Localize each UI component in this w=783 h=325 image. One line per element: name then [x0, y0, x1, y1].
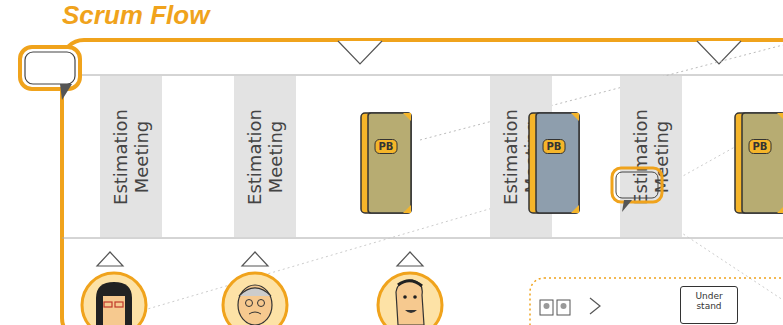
down-triangle [338, 41, 382, 64]
task-card: Under stand [680, 286, 738, 324]
book-shape [528, 112, 580, 214]
diagram-title: Scrum Flow [62, 0, 209, 31]
leader-line [420, 45, 783, 140]
role-avatar [223, 273, 287, 325]
flow-frame [62, 40, 783, 325]
meeting-label: Estimation Meeting [630, 82, 672, 232]
meeting-label: Estimation Meeting [110, 82, 152, 232]
document-icons [540, 298, 600, 315]
book-shape [734, 112, 783, 214]
meeting-band: Estimation Meeting [234, 76, 296, 237]
meeting-label: Estimation Meeting [244, 82, 286, 232]
up-triangle [397, 252, 423, 266]
backlog-book: PB [360, 112, 412, 214]
up-triangle [97, 252, 123, 266]
book-label: PB [543, 139, 566, 154]
up-triangle [242, 252, 268, 266]
card-label: Under stand [683, 291, 735, 311]
meeting-band: Estimation Meeting [100, 76, 162, 237]
book-shape [360, 112, 412, 214]
backlog-book: PB [734, 112, 783, 214]
lane-line [62, 238, 783, 239]
role-avatar [82, 273, 146, 325]
speech-bubble [20, 47, 80, 100]
meeting-band: Estimation Meeting [620, 76, 682, 237]
leader-line [110, 200, 520, 320]
book-label: PB [375, 139, 398, 154]
dotted-group [530, 278, 783, 325]
role-avatar [378, 273, 442, 325]
book-label: PB [749, 139, 772, 154]
down-triangle [697, 41, 741, 64]
backlog-book: PB [528, 112, 580, 214]
